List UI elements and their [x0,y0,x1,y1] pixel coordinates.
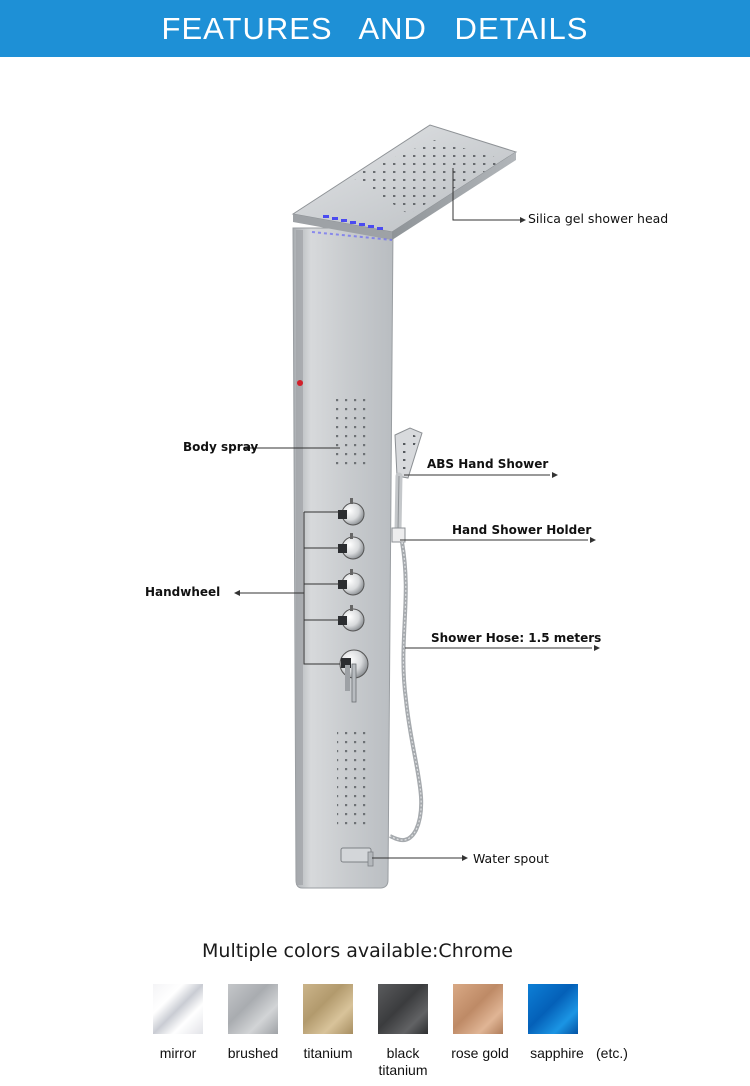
label-hand-shower-holder: Hand Shower Holder [452,523,592,537]
label-shower-hose: Shower Hose: 1.5 meters [431,631,602,645]
handwheel-knobs [338,498,369,703]
label-silica-shower-head: Silica gel shower head [528,211,669,226]
callout-lines [240,168,592,859]
header-banner: FEATURES AND DETAILS [0,0,750,57]
swatch-sapphire [528,984,578,1034]
panel-body [292,227,394,889]
label-water-spout: Water spout [473,851,549,866]
colors-etc: (etc.) [596,1045,628,1061]
swatch-black-titanium [378,984,428,1034]
indicator-dot [297,380,303,386]
hand-shower [389,427,424,843]
label-abs-hand-shower: ABS Hand Shower [427,457,549,471]
colors-title: Multiple colors available:Chrome [202,940,513,962]
callout-arrowheads [234,217,600,861]
swatch-label-sapphire: sapphire [530,1045,584,1061]
swatch-label-rose-gold: rose gold [451,1045,509,1061]
swatch-mirror [153,984,203,1034]
led-strip [311,215,393,241]
water-spout [340,847,374,867]
page-title: FEATURES AND DETAILS [161,11,589,46]
swatch-rose-gold [453,984,503,1034]
swatch-label-mirror: mirror [159,1045,197,1061]
swatch-label-black-titanium: black titanium [378,1045,428,1078]
swatch-label-brushed: brushed [227,1045,279,1061]
label-body-spray: Body spray [183,440,259,454]
swatch-label-titanium: titanium [303,1045,353,1061]
rain-shower-head [291,124,518,241]
swatch-brushed [228,984,278,1034]
body-spray-nozzles [334,395,370,470]
lower-spray-nozzles [337,730,371,830]
label-handwheel: Handwheel [145,585,221,599]
swatch-titanium [303,984,353,1034]
